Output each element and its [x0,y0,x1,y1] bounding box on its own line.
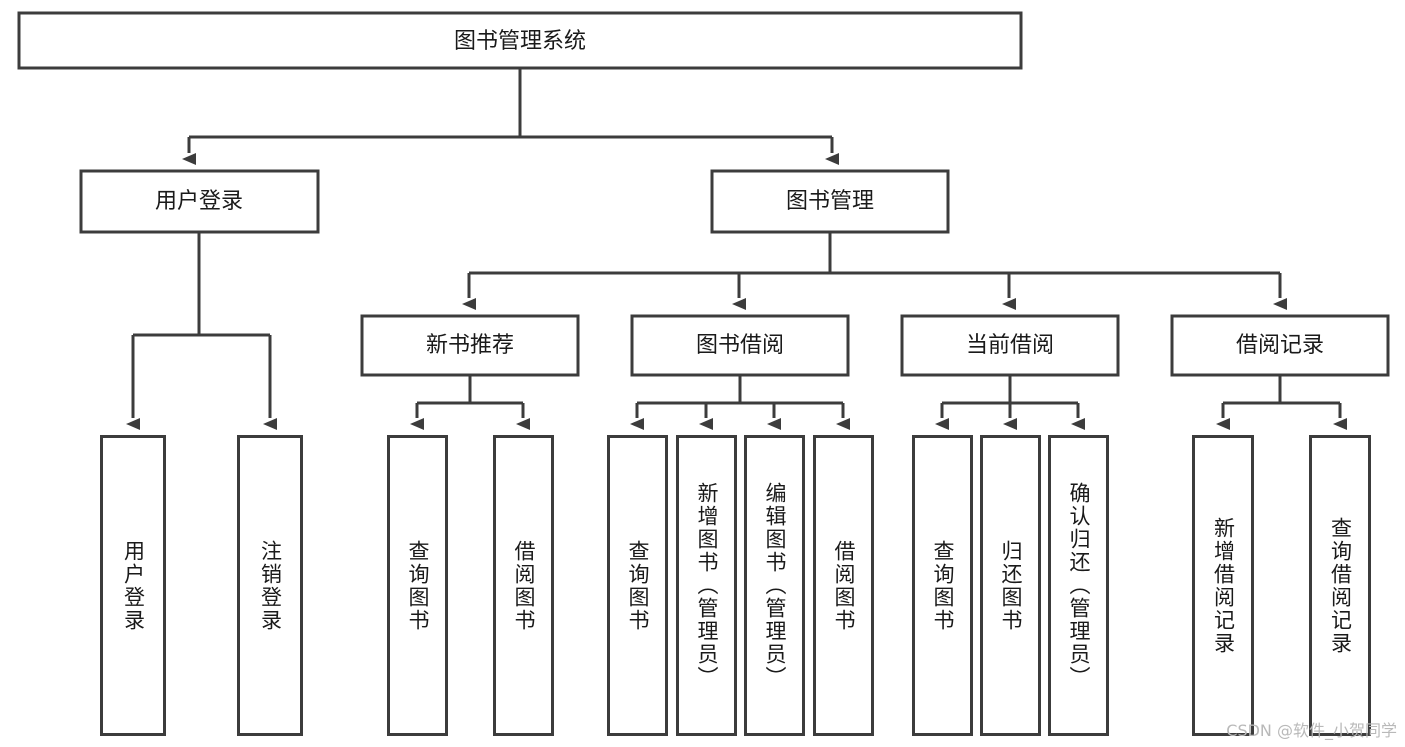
leaf-logout[interactable]: 注销登录 [237,435,303,736]
leaf-query-book-borrow[interactable]: 查询图书 [607,435,668,736]
leaf-return-book-label: 归还图书 [999,539,1023,632]
leaf-borrow-book-borrow-label: 借阅图书 [832,539,856,632]
connector-currentborrow-to-leaves [935,375,1085,430]
leaf-return-book[interactable]: 归还图书 [980,435,1041,736]
leaf-confirm-return-admin-label: 确认归还（管理员） [1067,482,1091,689]
leaf-logout-label: 注销登录 [258,539,283,632]
leaf-borrow-book-newbook-label: 借阅图书 [512,539,536,632]
leaf-query-book-newbook-label: 查询图书 [406,539,430,632]
leaf-borrow-book-borrow[interactable]: 借阅图书 [813,435,874,736]
leaf-query-book-borrow-label: 查询图书 [626,539,650,632]
csdn-watermark: CSDN @软件_小贺同学 [1226,721,1397,740]
leaf-add-book-admin-label: 新增图书（管理员） [695,482,719,689]
leaf-query-borrow-record[interactable]: 查询借阅记录 [1309,435,1371,736]
node-borrow-record[interactable]: 借阅记录 [1170,314,1390,377]
leaf-query-book-newbook[interactable]: 查询图书 [387,435,448,736]
connector-bookmgmt-to-level3 [462,232,1287,310]
node-current-borrow-label: 当前借阅 [966,333,1054,358]
leaf-add-borrow-record[interactable]: 新增借阅记录 [1192,435,1254,736]
leaf-borrow-book-newbook[interactable]: 借阅图书 [493,435,554,736]
leaf-confirm-return-admin[interactable]: 确认归还（管理员） [1048,435,1109,736]
node-borrow-record-label: 借阅记录 [1236,333,1324,358]
leaf-add-borrow-record-label: 新增借阅记录 [1211,516,1236,655]
node-new-book-recommend-label: 新书推荐 [426,333,514,358]
node-book-borrow[interactable]: 图书借阅 [630,314,850,377]
leaf-query-book-current[interactable]: 查询图书 [912,435,973,736]
leaf-query-borrow-record-label: 查询借阅记录 [1328,516,1353,655]
node-book-management[interactable]: 图书管理 [710,169,950,234]
connector-newbook-to-leaves [410,375,530,430]
leaf-add-book-admin[interactable]: 新增图书（管理员） [676,435,737,736]
connector-userlogin-to-leaves [126,232,277,430]
leaf-user-login[interactable]: 用户登录 [100,435,166,736]
connector-bookborrow-to-leaves [630,375,850,430]
leaf-edit-book-admin-label: 编辑图书（管理员） [763,482,787,689]
node-book-management-label: 图书管理 [786,189,874,214]
node-new-book-recommend[interactable]: 新书推荐 [360,314,580,377]
node-book-borrow-label: 图书借阅 [696,333,784,358]
connector-borrowrecord-to-leaves [1216,375,1347,430]
connector-root-to-level2 [182,68,839,165]
node-user-login[interactable]: 用户登录 [79,169,320,234]
node-root-label: 图书管理系统 [454,29,586,54]
leaf-user-login-label: 用户登录 [121,539,146,632]
leaf-query-book-current-label: 查询图书 [931,539,955,632]
node-user-login-label: 用户登录 [155,189,243,214]
node-current-borrow[interactable]: 当前借阅 [900,314,1120,377]
node-root[interactable]: 图书管理系统 [17,11,1023,70]
leaf-edit-book-admin[interactable]: 编辑图书（管理员） [744,435,805,736]
